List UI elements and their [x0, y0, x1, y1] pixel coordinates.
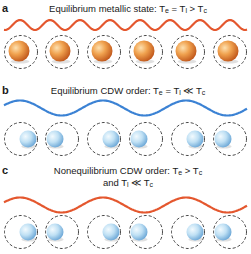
panel-title: Equilibrium CDW order: Te = Tl ≪ Tc — [51, 85, 205, 97]
panel-letter: c — [2, 164, 8, 176]
lattice-site — [172, 36, 205, 69]
atom — [50, 41, 71, 62]
wave — [4, 20, 247, 30]
atom — [215, 131, 232, 148]
lattice-site — [130, 36, 163, 69]
lattice-site — [46, 123, 79, 156]
lattice-site — [88, 123, 121, 156]
atom — [20, 224, 37, 241]
atom — [20, 131, 37, 148]
atom — [103, 224, 120, 241]
atom — [218, 41, 239, 62]
atom — [103, 131, 120, 148]
lattice-site — [5, 36, 38, 69]
lattice-site — [214, 36, 247, 69]
panel-title: Nonequilibrium CDW order: Te > Tc and Tl… — [53, 165, 203, 189]
atom — [215, 224, 232, 241]
lattice-site — [88, 216, 121, 249]
panel-letter: a — [2, 2, 8, 14]
lattice-site — [130, 216, 163, 249]
atom — [9, 41, 30, 62]
atom — [134, 41, 155, 62]
panel-title: Equilibrium metallic state: Te = Tl > Tc — [49, 3, 207, 15]
lattice-site — [88, 36, 121, 69]
atom — [131, 131, 148, 148]
panel-letter: b — [2, 84, 9, 96]
lattice-site — [46, 216, 79, 249]
atom — [131, 224, 148, 241]
wave — [4, 101, 247, 116]
lattice-site — [5, 216, 38, 249]
atom — [92, 41, 113, 62]
atom — [187, 224, 204, 241]
lattice-site — [46, 36, 79, 69]
atom — [187, 131, 204, 148]
atom — [47, 131, 64, 148]
lattice-site — [130, 123, 163, 156]
atom — [47, 224, 64, 241]
lattice-site — [172, 123, 205, 156]
lattice-site — [214, 123, 247, 156]
lattice-site — [172, 216, 205, 249]
lattice-site — [214, 216, 247, 249]
lattice-site — [5, 123, 38, 156]
wave — [4, 198, 247, 213]
atom — [176, 41, 197, 62]
